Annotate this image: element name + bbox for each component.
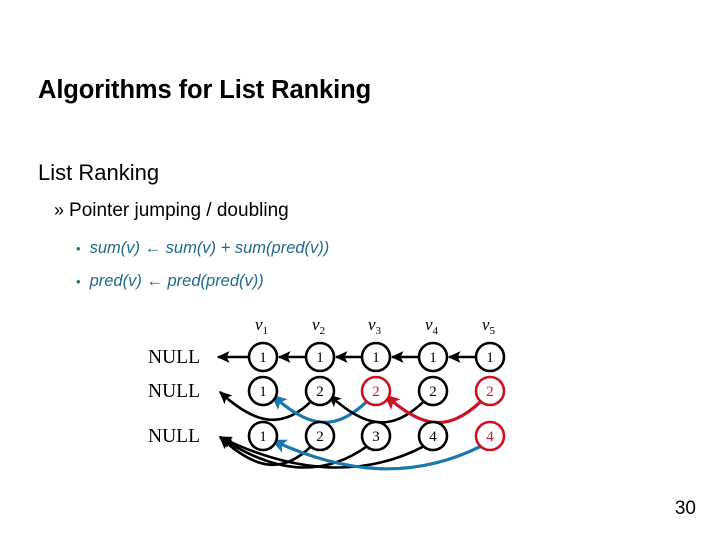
bullet-label: Pointer jumping / doubling (69, 200, 289, 221)
page-number: 30 (674, 498, 696, 519)
dot-bullet-icon: • (76, 241, 81, 256)
null-label-row-2: NULL (148, 381, 200, 402)
node-value: 1 (429, 350, 437, 366)
dot-bullet-icon: • (76, 274, 81, 289)
sub-bullet-pred-formula: • pred(v) ← pred(pred(v)) (76, 272, 264, 291)
column-header-v1: v1 (255, 315, 268, 337)
node-value: 1 (259, 350, 267, 366)
node-row2-v4: 2 (417, 375, 449, 407)
column-header-v4: v4 (425, 315, 439, 337)
node-value: 1 (259, 384, 267, 400)
node-row1-v1: 1 (247, 341, 279, 373)
node-value: 4 (429, 429, 437, 445)
node-value: 1 (259, 429, 267, 445)
node-row3-v5: 4 (474, 420, 506, 452)
node-row3-v1: 1 (247, 420, 279, 452)
page-title: Algorithms for List Ranking (38, 76, 372, 104)
node-row3-v2: 2 (304, 420, 336, 452)
node-value: 1 (372, 350, 380, 366)
node-row1-v4: 1 (417, 341, 449, 373)
edge-v2-to-NULL (219, 391, 313, 422)
node-value: 2 (316, 429, 324, 445)
node-value: 2 (429, 384, 437, 400)
node-value: 2 (486, 384, 494, 400)
pred-formula-text: pred(v) ← pred(pred(v)) (89, 272, 264, 290)
bullet-pointer-jumping: » Pointer jumping / doubling (54, 200, 289, 222)
node-row1-v5: 1 (474, 341, 506, 373)
node-row2-v1: 1 (247, 375, 279, 407)
edge-v4-to-NULL (218, 435, 425, 469)
edge-v3-to-NULL (218, 435, 369, 469)
sum-formula-text: sum(v) ← sum(v) + sum(pred(v)) (89, 239, 330, 257)
node-row2-v3: 2 (360, 375, 392, 407)
node-row2-v2: 2 (304, 375, 336, 407)
node-row2-v5: 2 (474, 375, 506, 407)
node-value: 1 (316, 350, 324, 366)
node-value: 1 (486, 350, 494, 366)
edge-v5-to-v1 (270, 438, 483, 471)
node-row3-v3: 3 (360, 420, 392, 452)
node-value: 2 (316, 384, 324, 400)
null-label-row-1: NULL (148, 347, 200, 368)
node-row1-v3: 1 (360, 341, 392, 373)
node-value: 3 (372, 429, 380, 445)
node-row3-v4: 4 (417, 420, 449, 452)
column-header-v3: v3 (368, 315, 382, 337)
guillemet-bullet-icon: » (54, 200, 65, 220)
null-label-row-3: NULL (148, 426, 200, 447)
column-header-v5: v5 (482, 315, 496, 337)
section-heading: List Ranking (38, 160, 160, 185)
node-value: 2 (372, 384, 380, 400)
node-value: 4 (486, 429, 494, 445)
node-row1-v2: 1 (304, 341, 336, 373)
column-header-v2: v2 (312, 315, 325, 337)
sub-bullet-sum-formula: • sum(v) ← sum(v) + sum(pred(v)) (76, 239, 329, 258)
